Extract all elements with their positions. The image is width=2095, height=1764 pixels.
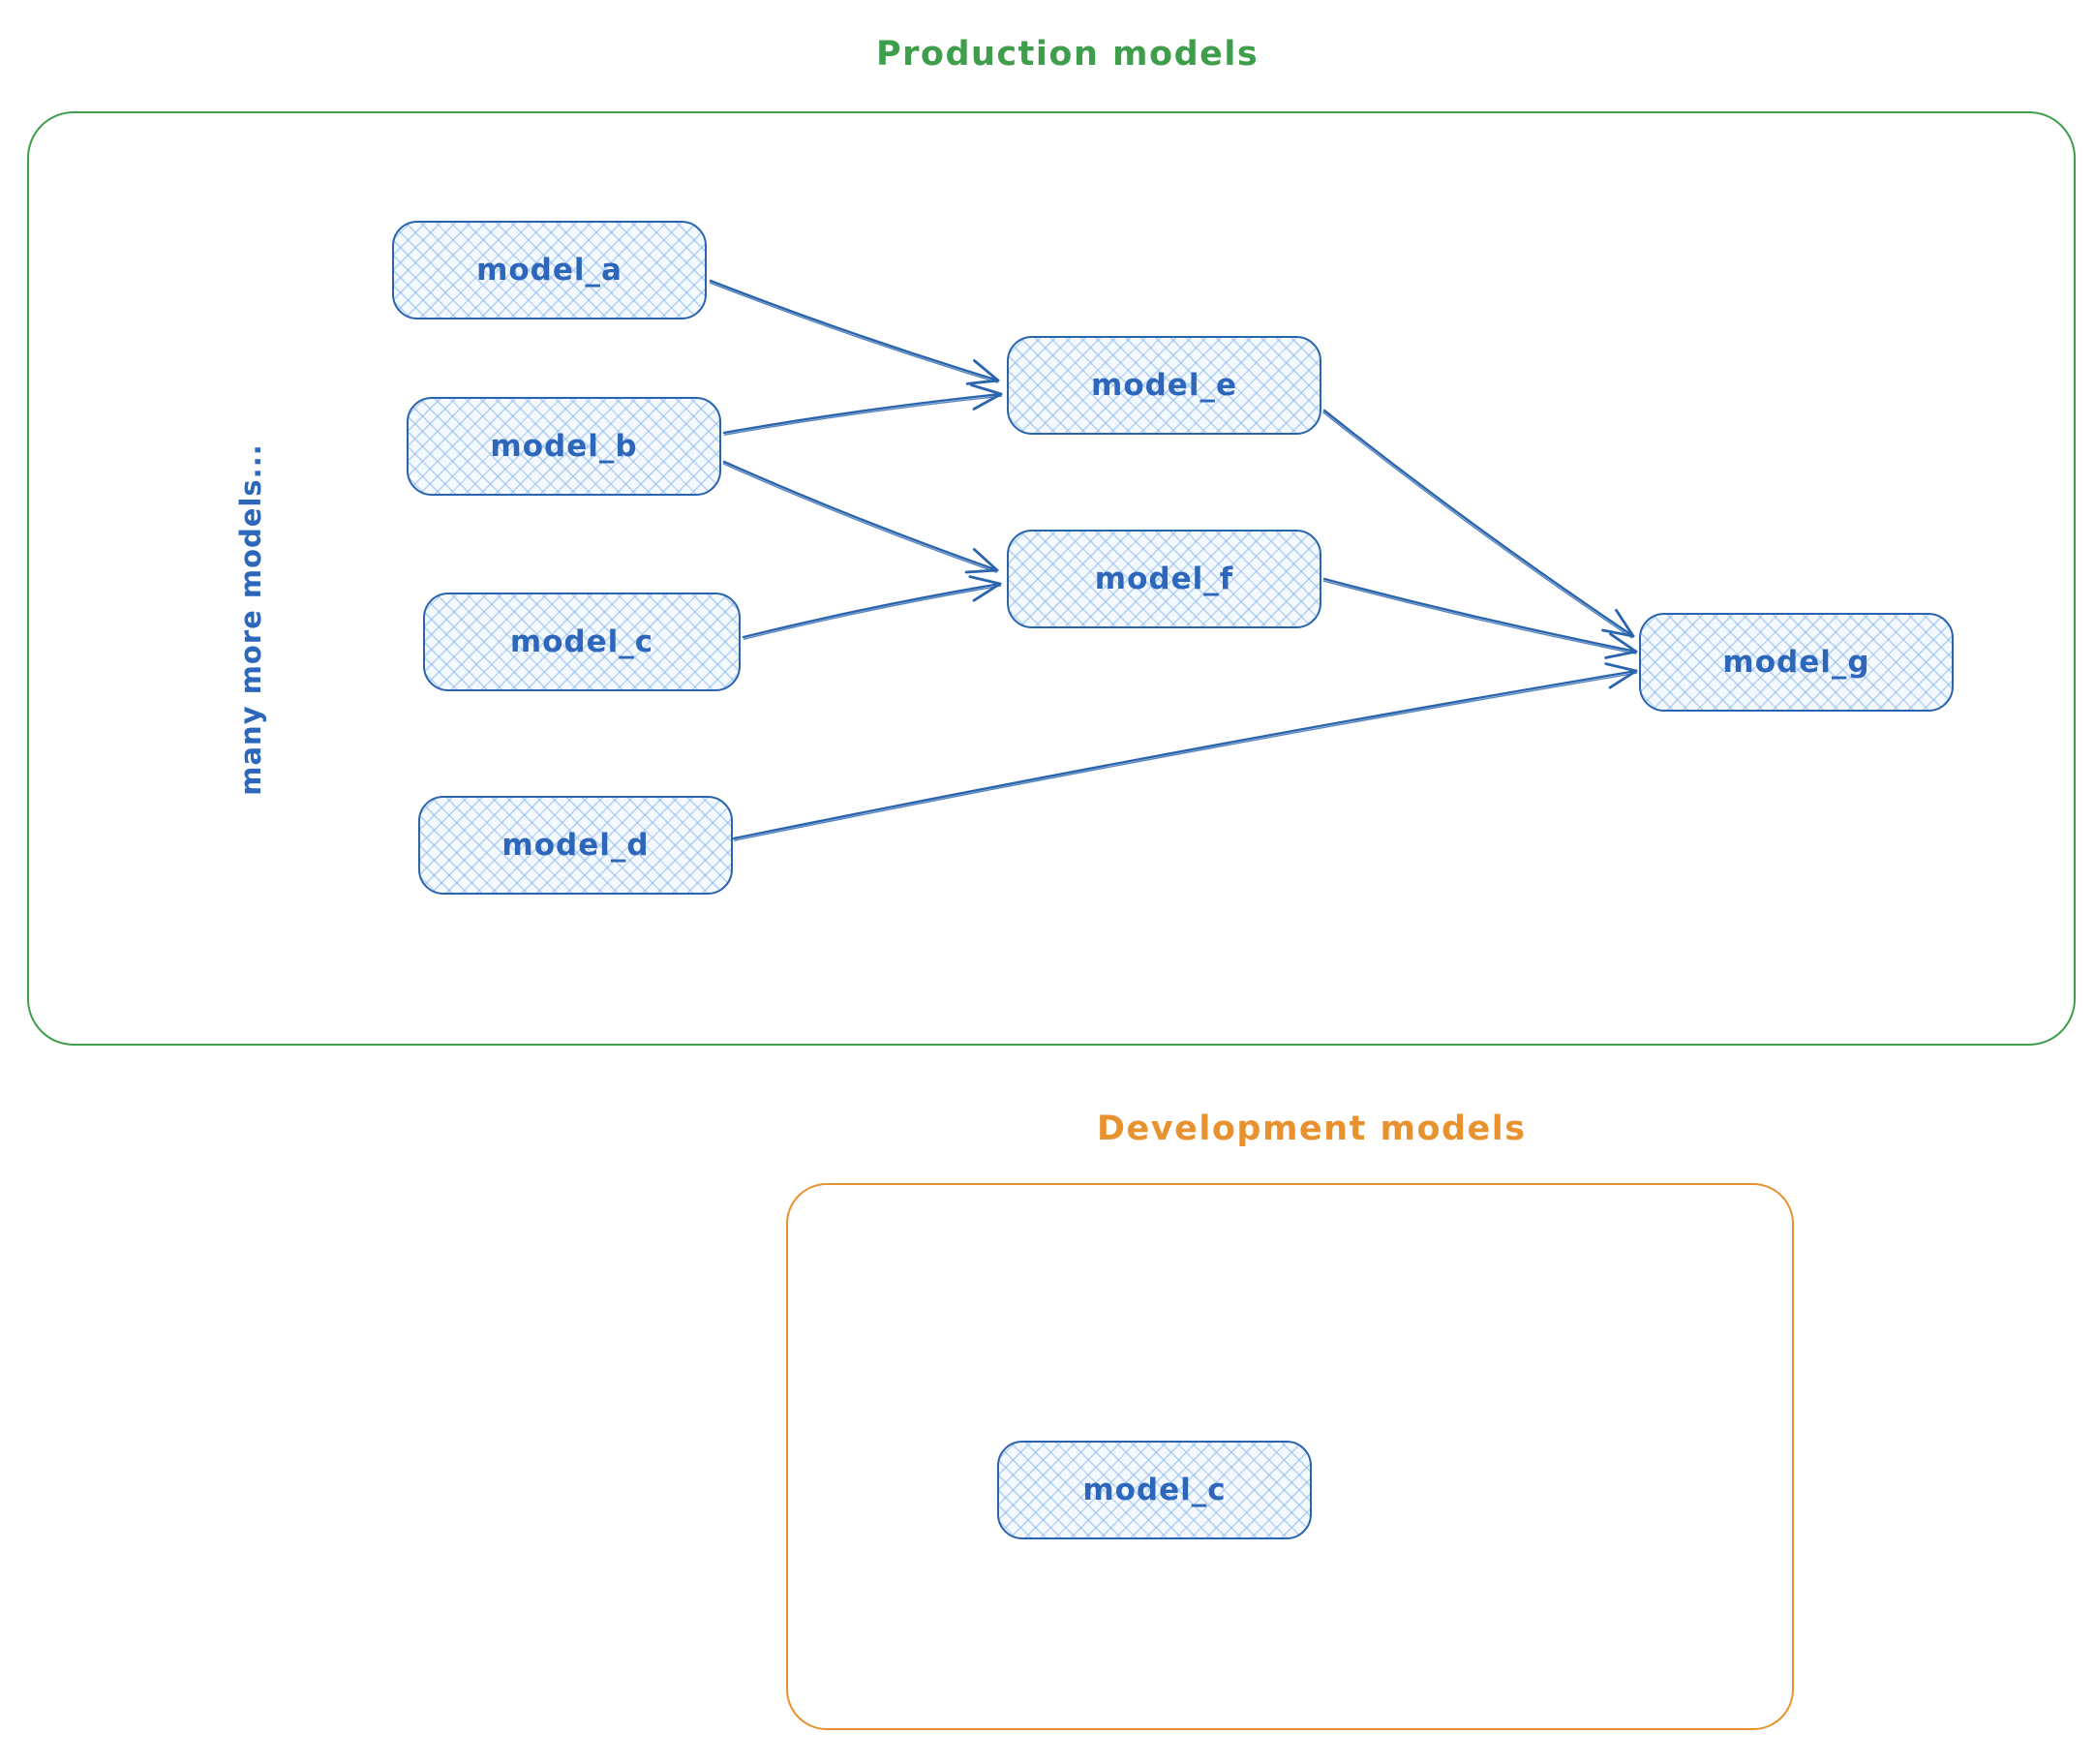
node-model_d: model_d [418, 796, 733, 895]
node-model_d-label: model_d [501, 828, 650, 863]
development-title: Development models [1097, 1110, 1527, 1148]
node-model_a-label: model_a [476, 253, 622, 288]
node-dev_model_c-label: model_c [1082, 1473, 1227, 1507]
node-model_g: model_g [1639, 613, 1954, 712]
production-frame [27, 111, 2076, 1046]
node-model_a: model_a [392, 221, 707, 319]
node-model_b: model_b [407, 397, 721, 496]
many-more-models-label: many more models... [234, 443, 267, 796]
node-model_f-label: model_f [1094, 562, 1234, 596]
production-title: Production models [876, 35, 1260, 74]
node-model_c-label: model_c [509, 624, 654, 659]
node-model_g-label: model_g [1722, 645, 1870, 680]
node-model_c: model_c [423, 593, 741, 691]
node-dev_model_c: model_c [997, 1441, 1312, 1539]
node-model_f: model_f [1007, 530, 1321, 628]
node-model_e-label: model_e [1091, 368, 1237, 403]
node-model_b-label: model_b [490, 429, 638, 464]
node-model_e: model_e [1007, 336, 1321, 435]
development-frame [786, 1183, 1794, 1730]
